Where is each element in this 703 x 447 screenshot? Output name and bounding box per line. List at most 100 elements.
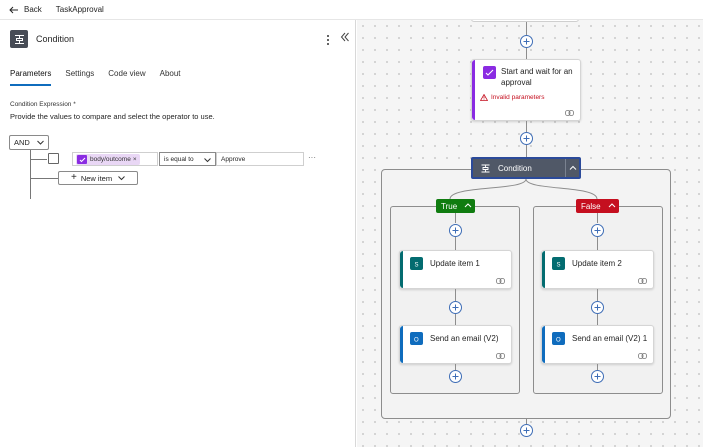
panel-tabs: Parameters Settings Code view About [10, 69, 195, 86]
condition-title: Condition [498, 163, 532, 173]
svg-text:S: S [556, 262, 560, 268]
token-remove-icon[interactable]: × [132, 156, 137, 163]
collapse-condition-button[interactable] [565, 159, 579, 177]
true-branch-label[interactable]: True [436, 199, 475, 213]
connector-line [455, 237, 456, 250]
panel-header: Condition [10, 30, 74, 48]
action-title: Update item 1 [430, 259, 480, 268]
link-icon [565, 110, 574, 116]
left-operand-field[interactable]: body/outcome × [72, 152, 158, 166]
error-message: Invalid parameters [480, 94, 544, 101]
tree-connector [30, 150, 31, 199]
tree-connector [30, 159, 47, 160]
link-icon [638, 278, 647, 284]
back-label: Back [24, 5, 42, 14]
insert-step-button[interactable] [520, 35, 533, 48]
link-icon [496, 278, 505, 284]
action-title: Send an email (V2) [430, 334, 499, 343]
svg-text:O: O [414, 337, 419, 343]
link-icon [638, 353, 647, 359]
chevron-down-icon [37, 140, 44, 145]
collapse-panel-icon[interactable] [340, 32, 350, 45]
group-operator-value: AND [14, 138, 30, 147]
action-title: Send an email (V2) 1 [572, 334, 648, 343]
condition-help-text: Provide the values to compare and select… [10, 112, 215, 121]
group-operator-dropdown[interactable]: AND [9, 135, 49, 150]
approval-title-line1: Start and wait for an [501, 67, 573, 76]
send-email-v2-1-card[interactable]: O Send an email (V2) 1 [541, 325, 654, 364]
chevron-down-icon [118, 176, 125, 181]
insert-step-button[interactable] [449, 370, 462, 383]
right-operand-value: Approve [221, 155, 246, 163]
plus-icon: + [71, 172, 77, 183]
connector-line [455, 213, 456, 223]
false-branch-label[interactable]: False [576, 199, 619, 213]
new-item-label: New item [80, 173, 113, 183]
warning-icon [480, 94, 488, 101]
dynamic-content-token[interactable]: body/outcome × [76, 154, 140, 165]
flow-canvas[interactable]: Start and wait for an approval Invalid p… [357, 20, 703, 447]
chevron-up-icon [464, 203, 472, 208]
approval-action-card[interactable]: Start and wait for an approval Invalid p… [471, 59, 581, 121]
insert-step-button[interactable] [520, 424, 533, 437]
card-accent-stripe [542, 251, 545, 288]
svg-text:S: S [414, 262, 418, 268]
insert-step-button[interactable] [591, 370, 604, 383]
plus-icon [452, 373, 459, 380]
approval-title-line2: approval [501, 78, 532, 87]
update-item-2-card[interactable]: S Update item 2 [541, 250, 654, 289]
tab-parameters[interactable]: Parameters [10, 69, 52, 86]
right-operand-field[interactable]: Approve [216, 152, 304, 166]
insert-step-button[interactable] [591, 301, 604, 314]
connector-line [455, 314, 456, 325]
link-icon [496, 353, 505, 359]
plus-icon [452, 304, 459, 311]
operator-value: is equal to [164, 155, 194, 163]
row-checkbox[interactable] [48, 153, 59, 164]
connector-line [455, 364, 456, 370]
true-label-text: True [441, 201, 458, 211]
more-options-icon[interactable] [324, 33, 332, 47]
insert-step-button[interactable] [449, 301, 462, 314]
connector-line [597, 289, 598, 301]
connector-line [526, 121, 527, 132]
sharepoint-icon: S [552, 257, 565, 270]
tab-code-view[interactable]: Code view [108, 69, 146, 78]
plus-icon [523, 135, 530, 142]
tab-settings[interactable]: Settings [65, 69, 95, 78]
connector-line [597, 237, 598, 250]
false-label-text: False [581, 201, 601, 211]
row-more-options-icon[interactable]: ··· [308, 153, 316, 162]
connector-line [455, 289, 456, 301]
plus-icon [594, 373, 601, 380]
connector-line [526, 419, 527, 424]
operator-dropdown[interactable]: is equal to [159, 152, 216, 166]
back-button[interactable]: Back [9, 5, 42, 14]
plus-icon [523, 427, 530, 434]
card-accent-stripe [542, 326, 545, 363]
condition-icon [10, 30, 28, 48]
connector-line [526, 48, 527, 59]
connector-line [597, 364, 598, 370]
card-accent-stripe [400, 251, 403, 288]
chevron-up-icon [608, 203, 616, 208]
token-label: body/outcome [90, 156, 131, 163]
insert-step-button[interactable] [591, 224, 604, 237]
svg-text:O: O [556, 337, 561, 343]
plus-icon [452, 227, 459, 234]
arrow-left-icon [9, 6, 18, 13]
action-title: Update item 2 [572, 259, 622, 268]
send-email-v2-card[interactable]: O Send an email (V2) [399, 325, 512, 364]
insert-step-button[interactable] [449, 224, 462, 237]
insert-step-button[interactable] [520, 132, 533, 145]
outlook-icon: O [552, 332, 565, 345]
condition-action-header[interactable]: Condition [471, 157, 581, 179]
chevron-down-icon [204, 158, 211, 163]
approval-icon [77, 155, 87, 164]
previous-action-card[interactable] [471, 20, 579, 22]
properties-panel: Condition Parameters Settings Code view … [0, 20, 356, 447]
tab-about[interactable]: About [159, 69, 181, 78]
card-accent-stripe [472, 60, 475, 120]
update-item-1-card[interactable]: S Update item 1 [399, 250, 512, 289]
new-item-button[interactable]: + New item [58, 171, 138, 185]
